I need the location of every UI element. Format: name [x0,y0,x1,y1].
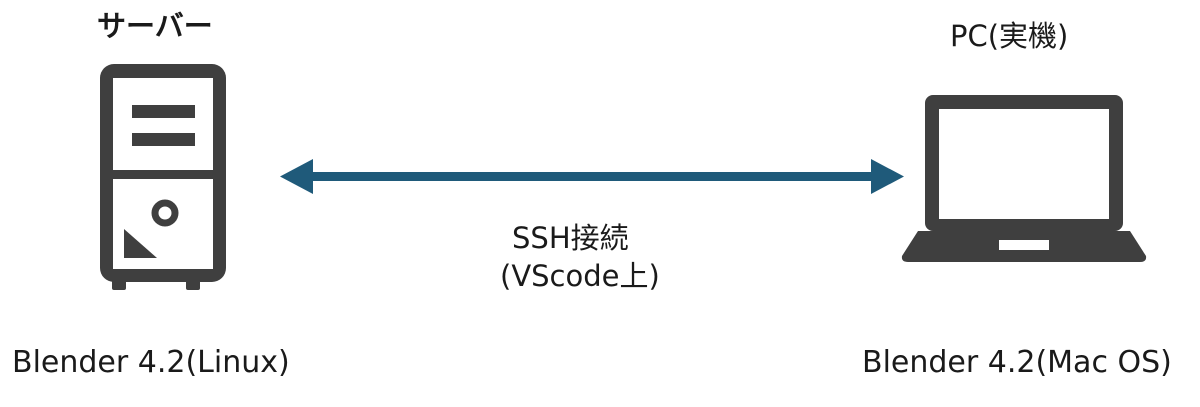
laptop-icon [901,95,1147,262]
server-title: サーバー [97,9,213,43]
connection-label: SSH接続 [512,221,629,255]
pc-title: PC(実機) [950,19,1069,53]
pc-caption: Blender 4.2(Mac OS) [862,345,1172,380]
server-tower-icon [100,64,226,290]
server-caption: Blender 4.2(Linux) [12,345,290,380]
connection-sublabel: (VScode上) [500,259,660,293]
double-arrow-icon [280,159,904,194]
